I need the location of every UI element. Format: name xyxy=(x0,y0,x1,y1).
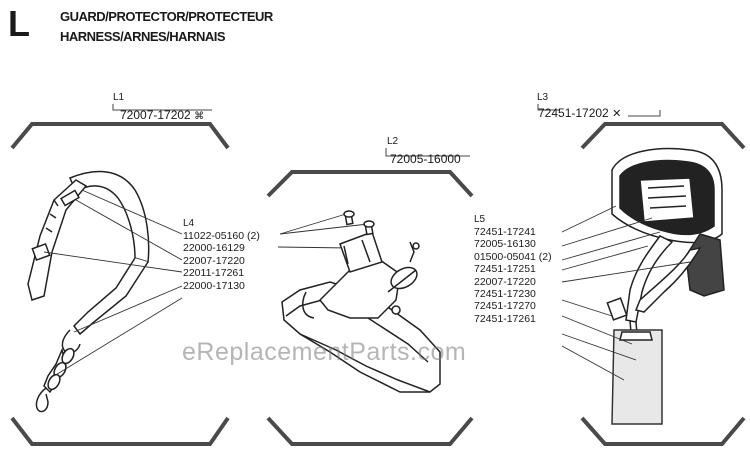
l5-parts-list: 72451-17241 72005-16130 01500-05041 (2) … xyxy=(474,226,552,325)
l4-part-item: 22000-16129 xyxy=(183,242,245,255)
title-line-2: HARNESS/ARNES/HARNAIS xyxy=(60,29,226,44)
l3-mark-icon: ✕ xyxy=(612,108,622,120)
l1-mark-icon: ⌘ xyxy=(194,111,205,122)
l4-leader-lines xyxy=(43,189,369,377)
l5-part-item: 72451-17261 xyxy=(474,312,536,325)
l4-part-item: 22007-17220 xyxy=(183,254,245,267)
l1-label: L1 xyxy=(113,92,125,103)
l3-frame xyxy=(580,122,746,446)
l1-part-number-text: 72007-17202 xyxy=(120,108,191,122)
l5-part-item: 72451-17241 xyxy=(474,226,536,238)
l4-part-item: 22000-17130 xyxy=(183,279,245,292)
l3-part-number-text: 72451-17202 xyxy=(538,106,609,120)
watermark: eReplacementParts.com xyxy=(182,338,467,366)
l1-part-number: 72007-17202 ⌘ xyxy=(120,108,204,122)
l2-label: L2 xyxy=(387,136,399,147)
l4-part-item: 11022-05160 (2) xyxy=(183,230,260,242)
l5-part-item: 01500-05041 (2) xyxy=(474,250,552,263)
l3-part-number: 72451-17202 ✕ xyxy=(538,106,621,120)
l5-label: L5 xyxy=(474,214,486,225)
l5-part-item: 72451-17270 xyxy=(474,300,536,313)
l1-frame xyxy=(10,122,230,446)
l4-part-item: 22011-17261 xyxy=(183,267,245,280)
l3-label: L3 xyxy=(537,92,549,103)
l4-label: L4 xyxy=(183,218,195,229)
l3-harness-drawing xyxy=(606,147,725,425)
title-line-1: GUARD/PROTECTOR/PROTECTEUR xyxy=(60,9,273,24)
l5-part-item: 72451-17230 xyxy=(474,287,536,300)
label-lines xyxy=(112,104,661,157)
l5-part-item: 72451-17251 xyxy=(474,263,536,276)
l5-leader-lines xyxy=(561,205,691,381)
l2-frame xyxy=(266,170,474,446)
l5-part-item: 22007-17220 xyxy=(474,275,536,288)
l4-parts-list: 11022-05160 (2) 22000-16129 22007-17220 … xyxy=(183,230,260,292)
l2-part-number: 72005-16000 xyxy=(390,152,461,166)
section-letter: L xyxy=(8,3,30,44)
l1-harness-drawing xyxy=(27,170,150,413)
l2-guard-drawing xyxy=(281,210,441,393)
l5-part-item: 72005-16130 xyxy=(474,238,536,251)
